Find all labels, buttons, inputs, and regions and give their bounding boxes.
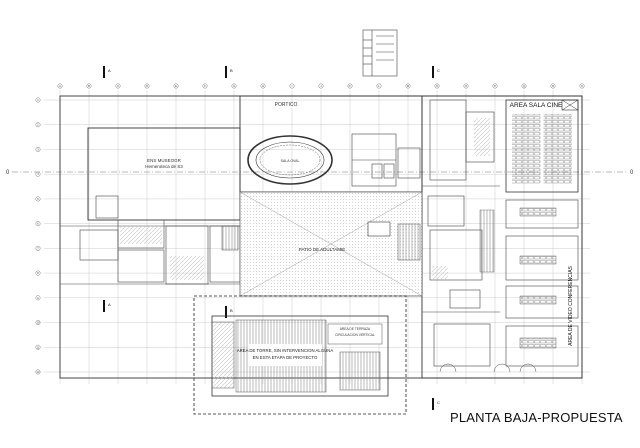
circulation-label: CIRCULACION VERTICAL — [335, 333, 375, 337]
grid-bubble — [202, 83, 208, 89]
grid-bubble — [289, 83, 295, 89]
grid-bubble — [115, 83, 121, 89]
grid-column-label: K — [349, 84, 351, 88]
grid-bubble — [86, 83, 92, 89]
grid-bubble — [318, 83, 324, 89]
grid-row-label: 10 — [37, 321, 40, 325]
grid-bubble — [35, 295, 41, 301]
portico-label: PORTICO — [275, 102, 298, 108]
axis-marker-right: 0 — [630, 170, 634, 176]
service-block — [351, 133, 421, 187]
grid-bubble — [463, 83, 469, 89]
grid-bubble — [173, 83, 179, 89]
grid-column-label: Q — [523, 84, 525, 88]
grid-bubble — [35, 369, 41, 375]
grid-bubble — [492, 83, 498, 89]
courtyard — [239, 191, 423, 297]
grid-row-label: 3 — [37, 147, 39, 151]
grid-bubble — [550, 83, 556, 89]
tower-label-bg — [248, 344, 322, 366]
grid-column-label: B — [88, 84, 90, 88]
cinema-label: AREA SALA CINE — [510, 102, 563, 109]
museum-sublabel: Hemeroteca de S3 — [145, 164, 183, 169]
museum-label: ENS MUSEOGR — [147, 158, 182, 163]
grid-row-label: 9 — [37, 296, 39, 300]
grid-bubble — [231, 83, 237, 89]
grid-column-label: S — [581, 84, 583, 88]
plan-title: PLANTA BAJA-PROPUESTA — [450, 410, 623, 425]
grid-bubble — [521, 83, 527, 89]
grid-row-label: 2 — [37, 123, 39, 127]
grid-row-label: 12 — [37, 370, 40, 374]
grid-bubble — [144, 83, 150, 89]
grid-column-label: R — [552, 84, 554, 88]
grid-bubble — [35, 221, 41, 227]
grid-row-label: 1 — [37, 98, 39, 102]
video-conference-label: AREA DE VIDEO CONFERENCIAS — [568, 265, 574, 345]
grid-bubble — [35, 344, 41, 350]
grid-column-label: P — [494, 84, 496, 88]
section-mark-label: A — [108, 68, 111, 73]
grid-bubble — [35, 122, 41, 128]
tower-label: AREA DE TORRE, SIN INTERVENCION ALGUNA — [237, 348, 334, 353]
tower-sublabel: EN ESTA ETAPA DE PROYECTO — [253, 355, 318, 360]
conference-tables — [519, 207, 557, 349]
grid-column-label: H — [262, 84, 264, 88]
east-wing-hatch — [432, 118, 495, 280]
grid-bubble — [35, 270, 41, 276]
grid-column-label: C — [117, 84, 119, 88]
grid-row-label: 6 — [37, 222, 39, 226]
entrance-arcs — [439, 363, 537, 373]
grid-bubble — [35, 147, 41, 152]
cinema-room — [505, 99, 579, 193]
east-wing — [422, 99, 500, 367]
grid-column-label: M — [407, 84, 409, 88]
grid-bubble — [35, 97, 41, 103]
axis-marker-left: 0 — [6, 170, 10, 176]
video-conference-rooms — [505, 199, 579, 367]
section-mark-label: A — [108, 302, 111, 307]
grid-column-label: E — [175, 84, 177, 88]
west-room-hatch — [120, 226, 204, 280]
patio-label: PATIO DE ADULTAMIE — [299, 247, 345, 252]
grid-bubble — [405, 83, 411, 89]
terrace-label: AREA DE TERRAZA — [340, 327, 371, 331]
grid-axis-top: A B C D E F G H I J K L M N O P Q R S — [57, 83, 585, 89]
grid-bubble — [35, 320, 41, 325]
grid-column-label: A — [59, 84, 61, 88]
section-mark-label: B — [230, 308, 233, 313]
grid-column-label: N — [436, 84, 438, 88]
grid-row-label: 11 — [37, 345, 40, 349]
grid-row-label: 7 — [37, 246, 39, 250]
grid-bubble — [35, 245, 41, 251]
grid-row-label: 5 — [37, 197, 39, 201]
grid-column-label: D — [146, 84, 148, 88]
grid-bubble — [376, 83, 382, 89]
section-mark-label: C — [437, 400, 440, 405]
grid-bubble — [579, 83, 585, 89]
oval-hall — [247, 135, 333, 185]
oval-hall-label: SALA OVAL — [281, 159, 300, 163]
stairs-west — [221, 223, 421, 261]
west-wing — [60, 195, 241, 285]
grid-column-label: J — [320, 84, 322, 88]
grid-bubble — [260, 83, 266, 89]
grid-column-label: I — [292, 84, 293, 88]
grid-column-label: F — [204, 84, 206, 88]
grid-column-label: G — [233, 84, 235, 88]
section-mark-label: C — [437, 68, 440, 73]
grid-column-label: L — [378, 84, 380, 88]
grid-bubble — [57, 83, 63, 89]
grid-row-label: 8 — [37, 271, 39, 275]
grid-bubble — [35, 196, 41, 202]
section-mark-label: B — [230, 68, 233, 73]
grid-row-label: 4 — [37, 172, 39, 176]
grid-bubble — [434, 83, 440, 89]
stair-detail — [362, 29, 398, 77]
grid-bubble — [347, 83, 353, 89]
grid-column-label: O — [465, 84, 467, 88]
